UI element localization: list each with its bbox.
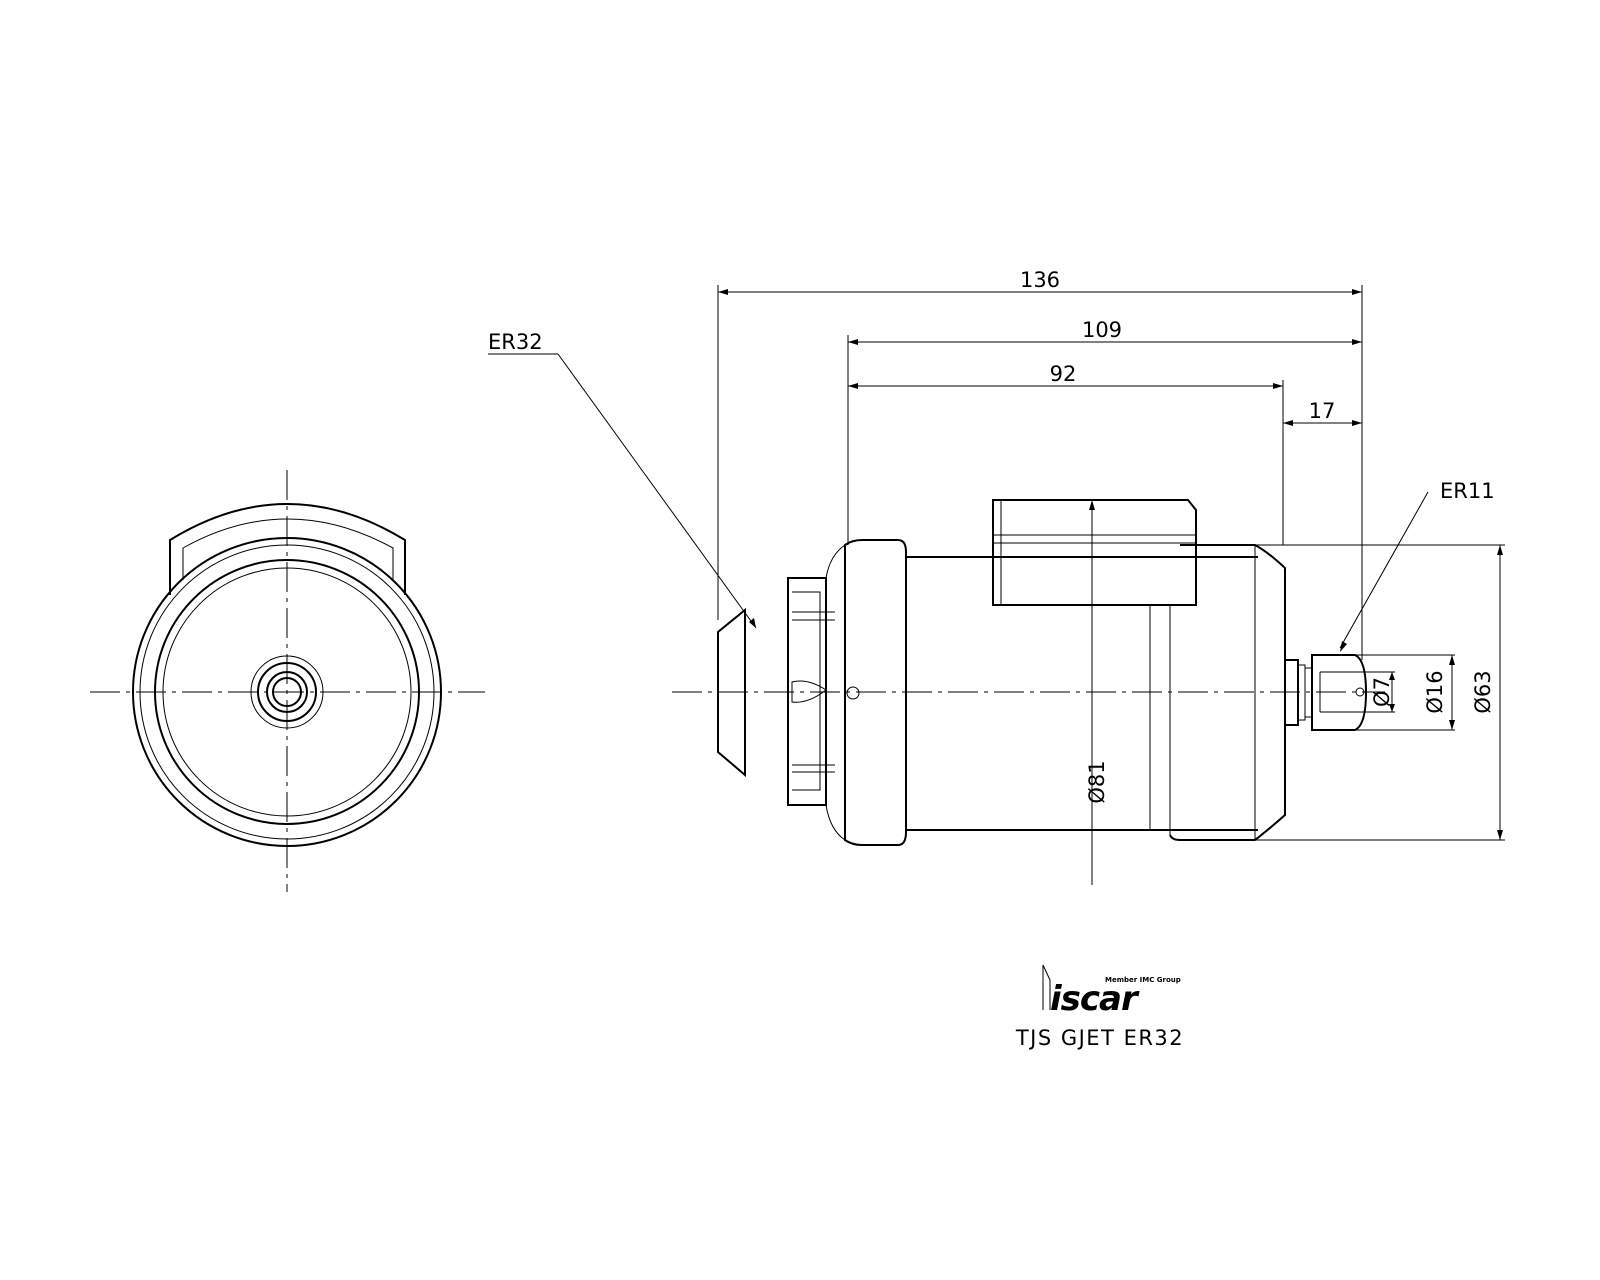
end-view-outer-circle [132,537,442,847]
er32-collet-nut-inner [792,591,821,791]
end-view-bore-inner [272,677,302,707]
end-view-flange-circle [154,559,420,825]
dim-81: Ø81 [1085,760,1109,803]
er32-collet-taper [717,607,746,778]
callout-er32: ER32 [488,330,543,354]
logo-i-mark [1042,964,1051,1010]
logo-brand: iscar [1050,979,1140,1019]
end-view-nut-circle [250,655,324,729]
top-key-block-detail [993,500,1196,605]
er32-collet-nut-grooves [792,611,835,773]
side-view [672,499,1385,846]
dim-109: 109 [1082,318,1122,342]
dim-17: 17 [1309,399,1336,423]
end-view-flat-pad [169,503,406,595]
rear-housing [1169,544,1286,841]
callout-er11-leader [1339,491,1429,649]
body-step-lines [1149,605,1171,835]
dim-7: Ø7 [1370,677,1394,707]
dim-136: 136 [1020,268,1060,292]
dimension-arrowheads [718,289,1503,840]
dim-63: Ø63 [1471,670,1495,713]
callout-er32-arrow [749,618,756,628]
callout-er11: ER11 [1440,479,1495,503]
end-view-body-circle [162,567,412,817]
er11-center-mark-icon [1355,687,1365,697]
top-key-block [992,499,1197,606]
dimensions: 136 109 92 17 Ø81 Ø7 Ø16 Ø63 [717,268,1505,885]
rear-spindle-neck [1285,659,1299,726]
end-view [90,470,485,892]
callout-er32-leader [557,353,757,629]
dim-92: 92 [1050,362,1077,386]
dim-16: Ø16 [1423,670,1447,713]
end-view-collet-circle [257,662,317,722]
callout-er11-arrow [1340,641,1347,652]
end-view-flat-pad-inner [182,518,394,580]
callouts: ER32 ER11 [488,330,1495,652]
front-flange [844,539,907,846]
end-view-outer-circle-2 [139,544,435,840]
er11-collet-nut [1311,654,1368,731]
logo-tagline: Member IMC Group [1105,976,1181,984]
end-view-bore-outer [266,671,308,713]
er11-bore [1319,671,1366,713]
coolant-port-icon [846,686,860,700]
er32-collet-nut-slot [791,680,827,703]
drawing-title: TJS GJET ER32 [1015,1026,1184,1050]
logo: Member IMC Group iscar [1042,964,1181,1019]
